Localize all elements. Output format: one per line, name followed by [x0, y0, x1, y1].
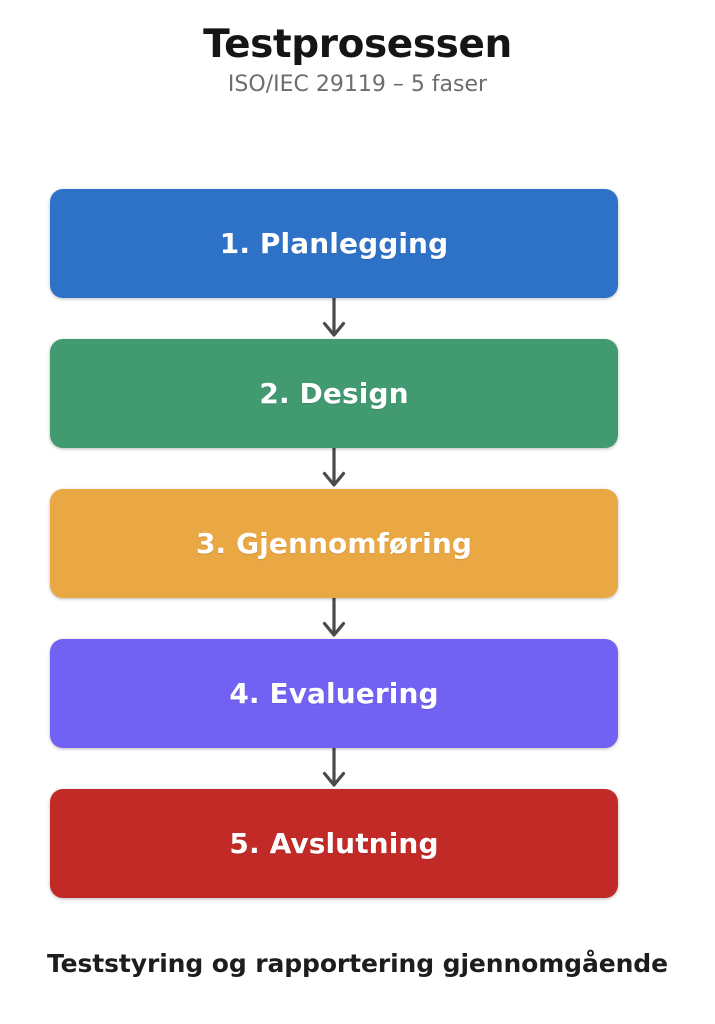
phase-label: 5. Avslutning: [229, 826, 439, 860]
phase-box-3[interactable]: 3. Gjennomføring: [50, 489, 618, 598]
phase-box-2[interactable]: 2. Design: [50, 339, 618, 448]
arrow-down-icon: [50, 598, 618, 639]
arrow-down-icon: [50, 448, 618, 489]
page-subtitle: ISO/IEC 29119 – 5 faser: [227, 72, 488, 98]
phase-label: 1. Planlegging: [219, 226, 449, 260]
poster-header: Testprosessen ISO/IEC 29119 – 5 faser: [0, 22, 715, 99]
phase-box-5[interactable]: 5. Avslutning: [50, 789, 618, 898]
phase-box-4[interactable]: 4. Evaluering: [50, 639, 618, 748]
phase-box-1[interactable]: 1. Planlegging: [50, 189, 618, 298]
phase-label: 3. Gjennomføring: [195, 526, 473, 560]
phase-label: 2. Design: [259, 376, 409, 410]
arrow-down-icon: [50, 748, 618, 789]
phase-flow-list: 1. Planlegging 2. Design 3. Gjennomføring 4…: [50, 189, 618, 898]
phase-label: 4. Evaluering: [229, 676, 439, 710]
footnote-text: Teststyring og rapportering gjennomgåend…: [47, 949, 668, 978]
page-title: Testprosessen: [203, 22, 512, 67]
arrow-down-icon: [50, 298, 618, 339]
